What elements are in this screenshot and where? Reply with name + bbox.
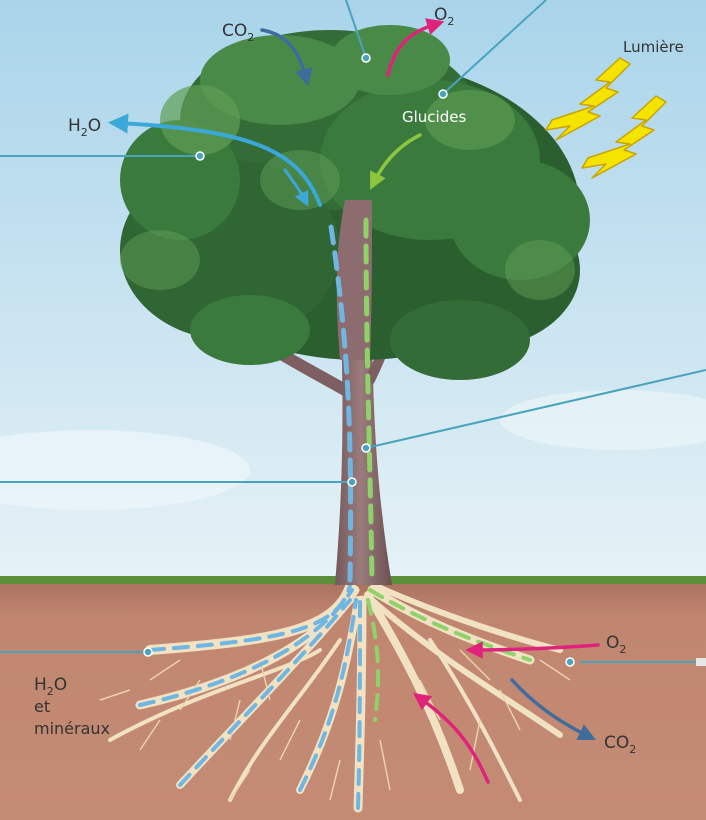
o2-out-arrow — [386, 18, 445, 77]
lumiere-label: Lumière — [623, 38, 684, 56]
co2-in-arrow — [260, 28, 313, 87]
glucides-arrow — [370, 133, 422, 190]
et-label: et — [34, 697, 50, 716]
mineraux-label: minéraux — [34, 719, 110, 738]
co2-soil-arrow — [510, 678, 596, 741]
trunk-sap — [327, 217, 375, 583]
o2-soil-arrow — [465, 641, 600, 659]
rootlets — [99, 649, 571, 801]
leader-dots — [143, 53, 575, 667]
co2-soil-label: CO2 — [604, 733, 636, 756]
co2-top-label: CO2 — [222, 21, 254, 44]
light-bolt-icon — [545, 57, 631, 141]
glucides-label: Glucides — [402, 108, 466, 126]
h2o-top-label: H2O — [68, 116, 101, 139]
o2-soil-label: O2 — [606, 633, 626, 656]
arrows — [108, 18, 600, 784]
h2o-side-arrow — [283, 168, 309, 207]
h2o-soil-label: H2O — [34, 675, 67, 698]
cloud — [0, 430, 250, 510]
leader-terminal — [696, 658, 706, 666]
root-sap — [138, 583, 532, 810]
light-bolts — [545, 57, 667, 179]
light-bolt-icon — [581, 95, 667, 179]
o2-top-label: O2 — [434, 5, 454, 28]
h2o-out-arrow — [108, 113, 322, 207]
upper-trunk — [336, 200, 372, 360]
o2-root-arrow — [412, 692, 490, 784]
leader-lines — [0, 0, 706, 663]
